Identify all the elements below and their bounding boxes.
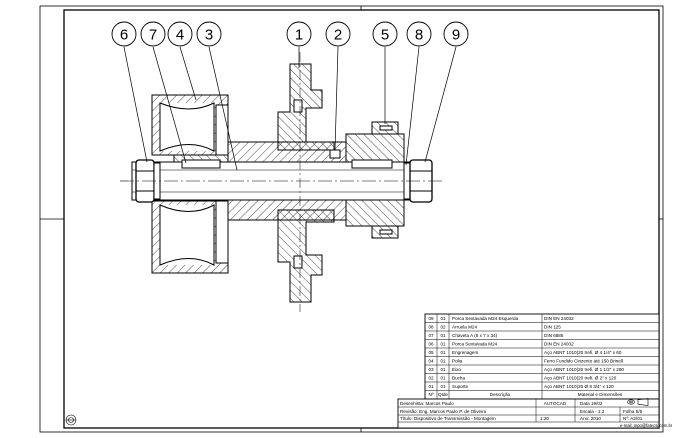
part-description: Eixo	[452, 367, 461, 372]
balloon-1: 1	[286, 21, 312, 68]
part-qty: 01	[440, 367, 446, 372]
part-spec: Aço ABNT 1010(20 trefi. Ø 2" x 120	[544, 376, 617, 381]
size: 1:20	[540, 416, 549, 421]
part-spec: Ferro Fundido Cinzento até 150 Brinell	[544, 359, 623, 364]
drawing-number: Nº: A2/01	[623, 416, 643, 421]
balloon-6: 6	[111, 21, 148, 163]
svg-text:4: 4	[176, 27, 184, 44]
balloon-3: 3	[196, 21, 238, 171]
part-spec: DIN 125	[544, 325, 561, 330]
scale: Escala - 1:2	[580, 409, 605, 414]
balloon-callouts: 6 7 4 3 1 2 5	[111, 21, 469, 171]
school-logo-icon	[65, 414, 77, 426]
svg-text:1: 1	[295, 27, 303, 44]
drawing-title: Título: Dispositivo de Transmissão - Mon…	[400, 416, 496, 421]
part-number: 01	[428, 384, 434, 389]
year: Ano: 2010	[580, 416, 601, 421]
svg-text:5: 5	[381, 27, 389, 44]
part-description: Porca Sextavada M24	[452, 342, 498, 347]
balloon-2: 2	[325, 21, 351, 151]
part-number: 06	[428, 342, 434, 347]
svg-text:7: 7	[149, 27, 157, 44]
part-spec: Aço ABNT 1010(20 trefi. Ø 1 1/2" x 280	[544, 367, 624, 372]
balloon-8: 8	[405, 21, 432, 166]
part-number: 04	[428, 359, 434, 364]
header-spec: Material e Dimensões	[578, 392, 623, 397]
part-number: 08	[428, 325, 434, 330]
part-qty: 01	[440, 316, 446, 321]
part-spec: DIN 6885	[544, 333, 564, 338]
balloon-7: 7	[140, 21, 187, 164]
part-description: Chaveta A (8 x 7 x 34)	[452, 333, 498, 338]
part-qty: 01	[440, 376, 446, 381]
part-qty: 02	[440, 325, 446, 330]
part-description: Bucha	[452, 376, 465, 381]
part-number: 03	[428, 367, 434, 372]
header-qty: Qtde	[438, 392, 448, 397]
assembly	[120, 52, 445, 312]
parts-list-header: Nº Qtde Descrição Material e Dimensões	[429, 392, 623, 397]
part-number: 02	[428, 376, 434, 381]
drawn-by: Desenhista: Marcos Paulo	[400, 401, 454, 406]
part-spec: Aço ABNT 1010(20 Ø 8 3/4" x 120	[544, 384, 614, 389]
projection-symbol-icon	[627, 398, 649, 406]
pulley	[151, 94, 229, 274]
balloon-5: 5	[372, 21, 398, 124]
part-qty: 01	[440, 342, 446, 347]
part-spec: Aço ABNT 1010(20 trefi. Ø 4 1/4" x 60	[544, 350, 622, 355]
part-number: 07	[428, 333, 434, 338]
email: e-mail: mpo@fatecsj.com.br	[620, 423, 673, 428]
shaft	[131, 159, 413, 201]
part-number: 05	[428, 350, 434, 355]
svg-text:3: 3	[205, 27, 213, 44]
software: AUTOCAD	[544, 401, 567, 406]
part-description: Suporte	[452, 384, 469, 389]
part-description: Porca Sextavada M24 Esquerda	[452, 316, 519, 321]
part-number: 09	[428, 316, 434, 321]
part-spec: DIN EN 24032	[544, 342, 574, 347]
header-n: Nº	[429, 392, 434, 397]
svg-text:6: 6	[120, 27, 128, 44]
part-spec: DIN EN 24032	[544, 316, 574, 321]
title-block: Desenhista: Marcos Paulo AUTOCAD Data 19…	[397, 398, 673, 429]
sheet-border	[39, 5, 664, 433]
support	[277, 63, 335, 303]
part-qty: 01	[440, 350, 446, 355]
part-description: Arruela M24	[452, 325, 477, 330]
part-qty: 01	[440, 333, 446, 338]
date: Data 19/02	[580, 401, 603, 406]
sheet: Folha 5/5	[623, 409, 643, 414]
part-description: Polia	[452, 359, 463, 364]
balloon-4: 4	[167, 21, 197, 101]
svg-text:9: 9	[452, 27, 460, 44]
balloon-9: 9	[424, 21, 469, 163]
header-desc: Descrição	[490, 392, 511, 397]
reviewed-by: Revisão: Eng. Marcos Paulo P. de Oliveir…	[400, 409, 487, 414]
part-qty: 01	[440, 359, 446, 364]
svg-text:8: 8	[415, 27, 423, 44]
part-description: Engrenagem	[452, 350, 478, 355]
svg-text:2: 2	[334, 27, 342, 44]
part-qty: 01	[440, 384, 446, 389]
